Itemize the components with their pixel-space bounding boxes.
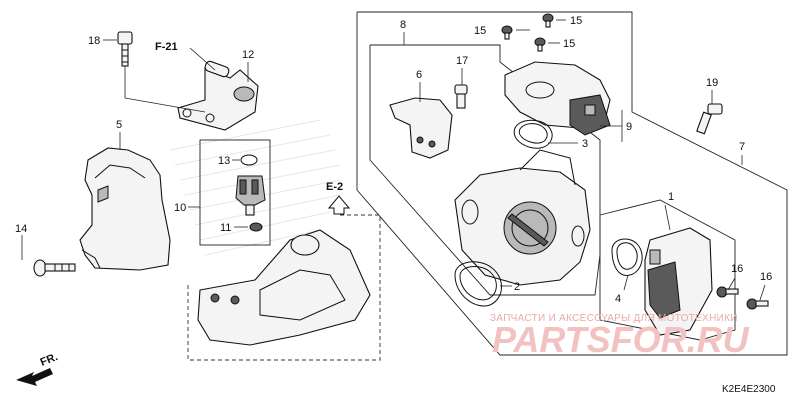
screw-15b-drawing <box>542 13 554 28</box>
callout-16-a: 16 <box>731 263 743 275</box>
ref-e2-arrow-icon <box>327 195 351 215</box>
callout-labels: 18 12 5 14 13 10 11 8 6 17 15 15 15 19 9… <box>15 15 772 305</box>
callout-15-b: 15 <box>570 15 582 27</box>
callout-12: 12 <box>242 49 254 61</box>
callout-17: 17 <box>456 55 468 67</box>
bolt-17-drawing <box>454 84 468 109</box>
background-hatching <box>169 119 341 256</box>
watermark-logo: PARTSFOR.RU <box>492 319 750 360</box>
leader-18-bracket <box>124 66 206 113</box>
callout-16-b: 16 <box>760 271 772 283</box>
callout-8: 8 <box>400 19 406 31</box>
callout-9: 9 <box>626 121 632 133</box>
screw-15c-drawing <box>534 37 546 52</box>
callout-4: 4 <box>615 293 621 305</box>
throttle-body-drawing <box>454 149 591 286</box>
gasket-2-drawing <box>454 261 502 307</box>
callout-5: 5 <box>116 119 122 131</box>
callout-13: 13 <box>218 155 230 167</box>
direction-label: FR. <box>39 351 60 369</box>
front-direction-arrow-icon <box>16 368 53 386</box>
screw-16a-drawing <box>716 286 739 298</box>
bracket-6-drawing <box>389 97 453 159</box>
group-1-outline <box>599 199 736 341</box>
bolt-14-drawing <box>33 259 76 277</box>
ref-e2-label: E-2 <box>326 181 343 193</box>
gasket-4-drawing <box>611 238 643 276</box>
gasket-3-drawing <box>513 119 553 149</box>
group-7-outline <box>356 11 788 356</box>
callout-11: 11 <box>220 222 231 234</box>
joint-12-drawing <box>177 60 259 131</box>
callout-2: 2 <box>514 281 520 293</box>
bolt-19-drawing <box>696 103 723 135</box>
cover-5-drawing <box>79 147 171 271</box>
intake-manifold-drawing <box>197 229 371 346</box>
callout-15-c: 15 <box>563 38 575 50</box>
intake-dashed-outline <box>187 214 381 361</box>
actuator-9-drawing <box>504 61 611 136</box>
bolt-18-drawing <box>117 31 133 67</box>
callout-15-a: 15 <box>474 25 486 37</box>
callout-3: 3 <box>582 138 588 150</box>
callout-10: 10 <box>174 202 186 214</box>
group-10-outline <box>199 139 271 246</box>
watermark-tagline: ЗАПЧАСТИ И АКСЕССУАРЫ ДЛЯ МОТОТЕХНИКИ <box>490 313 738 324</box>
callout-14: 14 <box>15 223 27 235</box>
leader-lines <box>21 19 766 301</box>
screw-16b-drawing <box>746 298 769 310</box>
callout-18: 18 <box>88 35 100 47</box>
drawing-code: K2E4E2300 <box>722 384 776 395</box>
callout-7: 7 <box>739 141 745 153</box>
injector-10-drawing <box>235 154 266 232</box>
callout-19: 19 <box>706 77 718 89</box>
screw-15a-drawing <box>501 25 513 40</box>
callout-1: 1 <box>668 191 674 203</box>
callout-6: 6 <box>416 69 422 81</box>
sensor-1-drawing <box>644 227 713 336</box>
ref-f21-label: F-21 <box>155 41 178 53</box>
